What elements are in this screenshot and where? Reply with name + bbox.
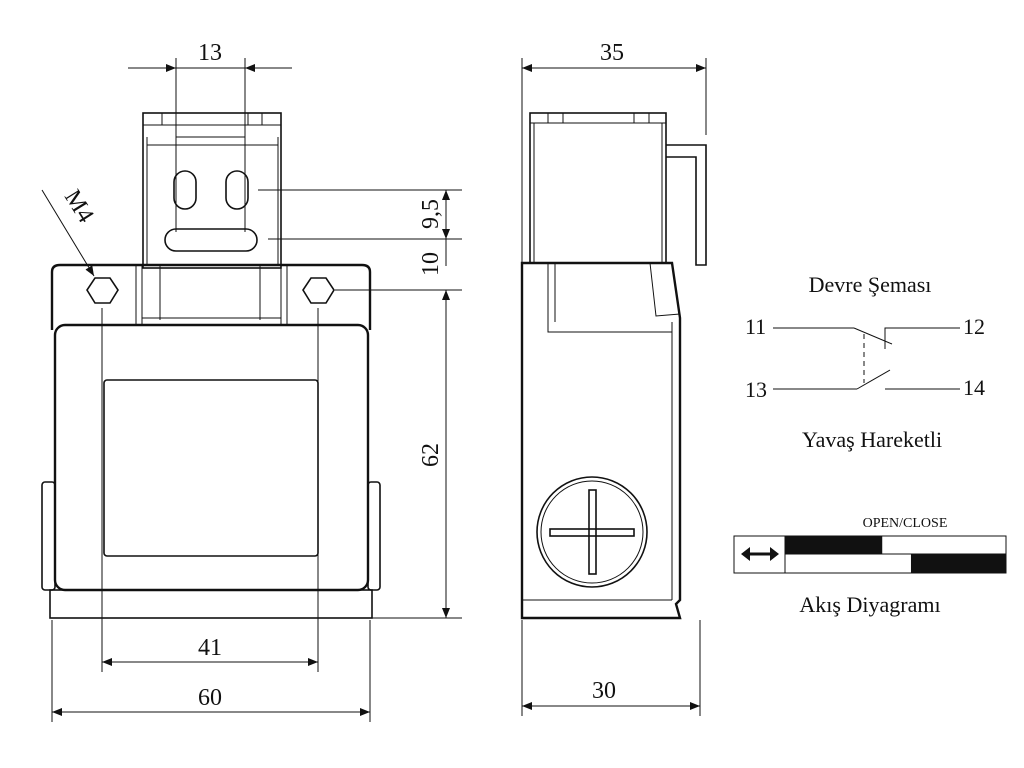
flow-row1-closed-bar bbox=[785, 536, 883, 554]
thread-label-m4: M4 bbox=[59, 185, 99, 227]
dim-9-5: 9,5 bbox=[418, 199, 444, 229]
circuit-diagram: Devre Şeması 11 12 13 14 Yavaş Hareketli bbox=[745, 272, 985, 452]
terminal-14: 14 bbox=[963, 375, 985, 400]
terminal-12: 12 bbox=[963, 314, 985, 339]
terminal-11: 11 bbox=[745, 314, 766, 339]
dim-13: 13 bbox=[198, 40, 222, 66]
actuator-lever bbox=[666, 144, 707, 266]
flow-row2-closed-bar bbox=[910, 554, 1006, 573]
front-window bbox=[103, 379, 319, 557]
dim-30: 30 bbox=[592, 678, 616, 704]
cable-gland bbox=[536, 476, 648, 588]
mounting-hole-left bbox=[86, 277, 119, 304]
dim-35: 35 bbox=[600, 40, 624, 66]
slot-horizontal bbox=[164, 228, 258, 252]
circuit-title: Devre Şeması bbox=[809, 272, 932, 297]
terminal-13: 13 bbox=[745, 377, 767, 402]
mounting-hole-right bbox=[302, 277, 335, 304]
dim-60: 60 bbox=[198, 685, 222, 711]
circuit-subtitle: Yavaş Hareketli bbox=[802, 427, 942, 452]
side-view: 35 30 bbox=[520, 40, 707, 716]
front-view: 13 9,5 10 62 41 60 M4 bbox=[41, 40, 462, 722]
flow-diagram: OPEN/CLOSE Akış Diyagramı bbox=[733, 516, 1007, 617]
dim-62: 62 bbox=[418, 443, 444, 467]
dim-10: 10 bbox=[418, 252, 444, 276]
slot-right bbox=[225, 170, 249, 210]
double-arrow-icon bbox=[741, 547, 779, 561]
flow-title: Akış Diyagramı bbox=[799, 592, 940, 617]
flow-header: OPEN/CLOSE bbox=[863, 516, 948, 531]
dim-41: 41 bbox=[198, 635, 222, 661]
slot-left bbox=[173, 170, 197, 210]
